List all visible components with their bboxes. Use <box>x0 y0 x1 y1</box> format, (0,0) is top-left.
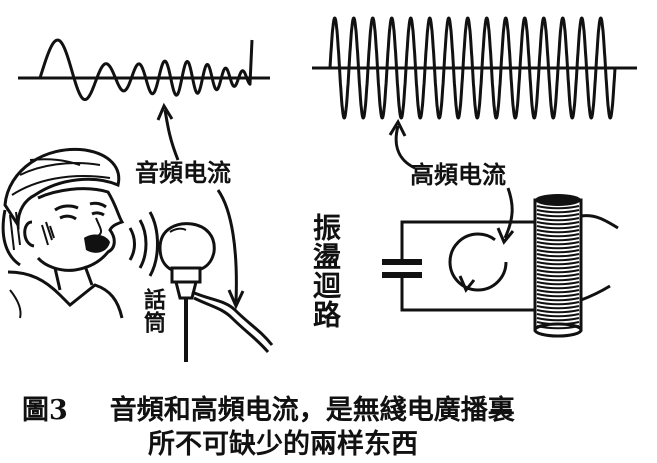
audio-pointer-arrow <box>156 102 180 161</box>
rf-wave <box>312 16 637 120</box>
microphone-illustration <box>158 189 274 362</box>
singer-illustration <box>1 147 159 319</box>
caption-text-line1: 音頻和高頻电流，是無綫电廣播裏 <box>109 395 515 426</box>
audio-wave <box>18 38 270 101</box>
microphone-label: 話筒 <box>140 288 165 334</box>
figure-caption-line2: 所不可缺少的兩样东西 <box>148 429 418 460</box>
figure-caption-line1: 圖3 音頻和高頻电流，是無綫电廣播裏 <box>22 388 515 427</box>
oscillator-circuit <box>382 187 619 338</box>
rf-pointer-arrow <box>388 118 416 170</box>
audio-current-label: 音頻电流 <box>135 159 231 187</box>
figure-number: 圖3 <box>22 395 68 426</box>
rf-current-label: 高頻电流 <box>410 161 506 189</box>
oscillator-circuit-label: 振盪迴路 <box>309 213 342 329</box>
